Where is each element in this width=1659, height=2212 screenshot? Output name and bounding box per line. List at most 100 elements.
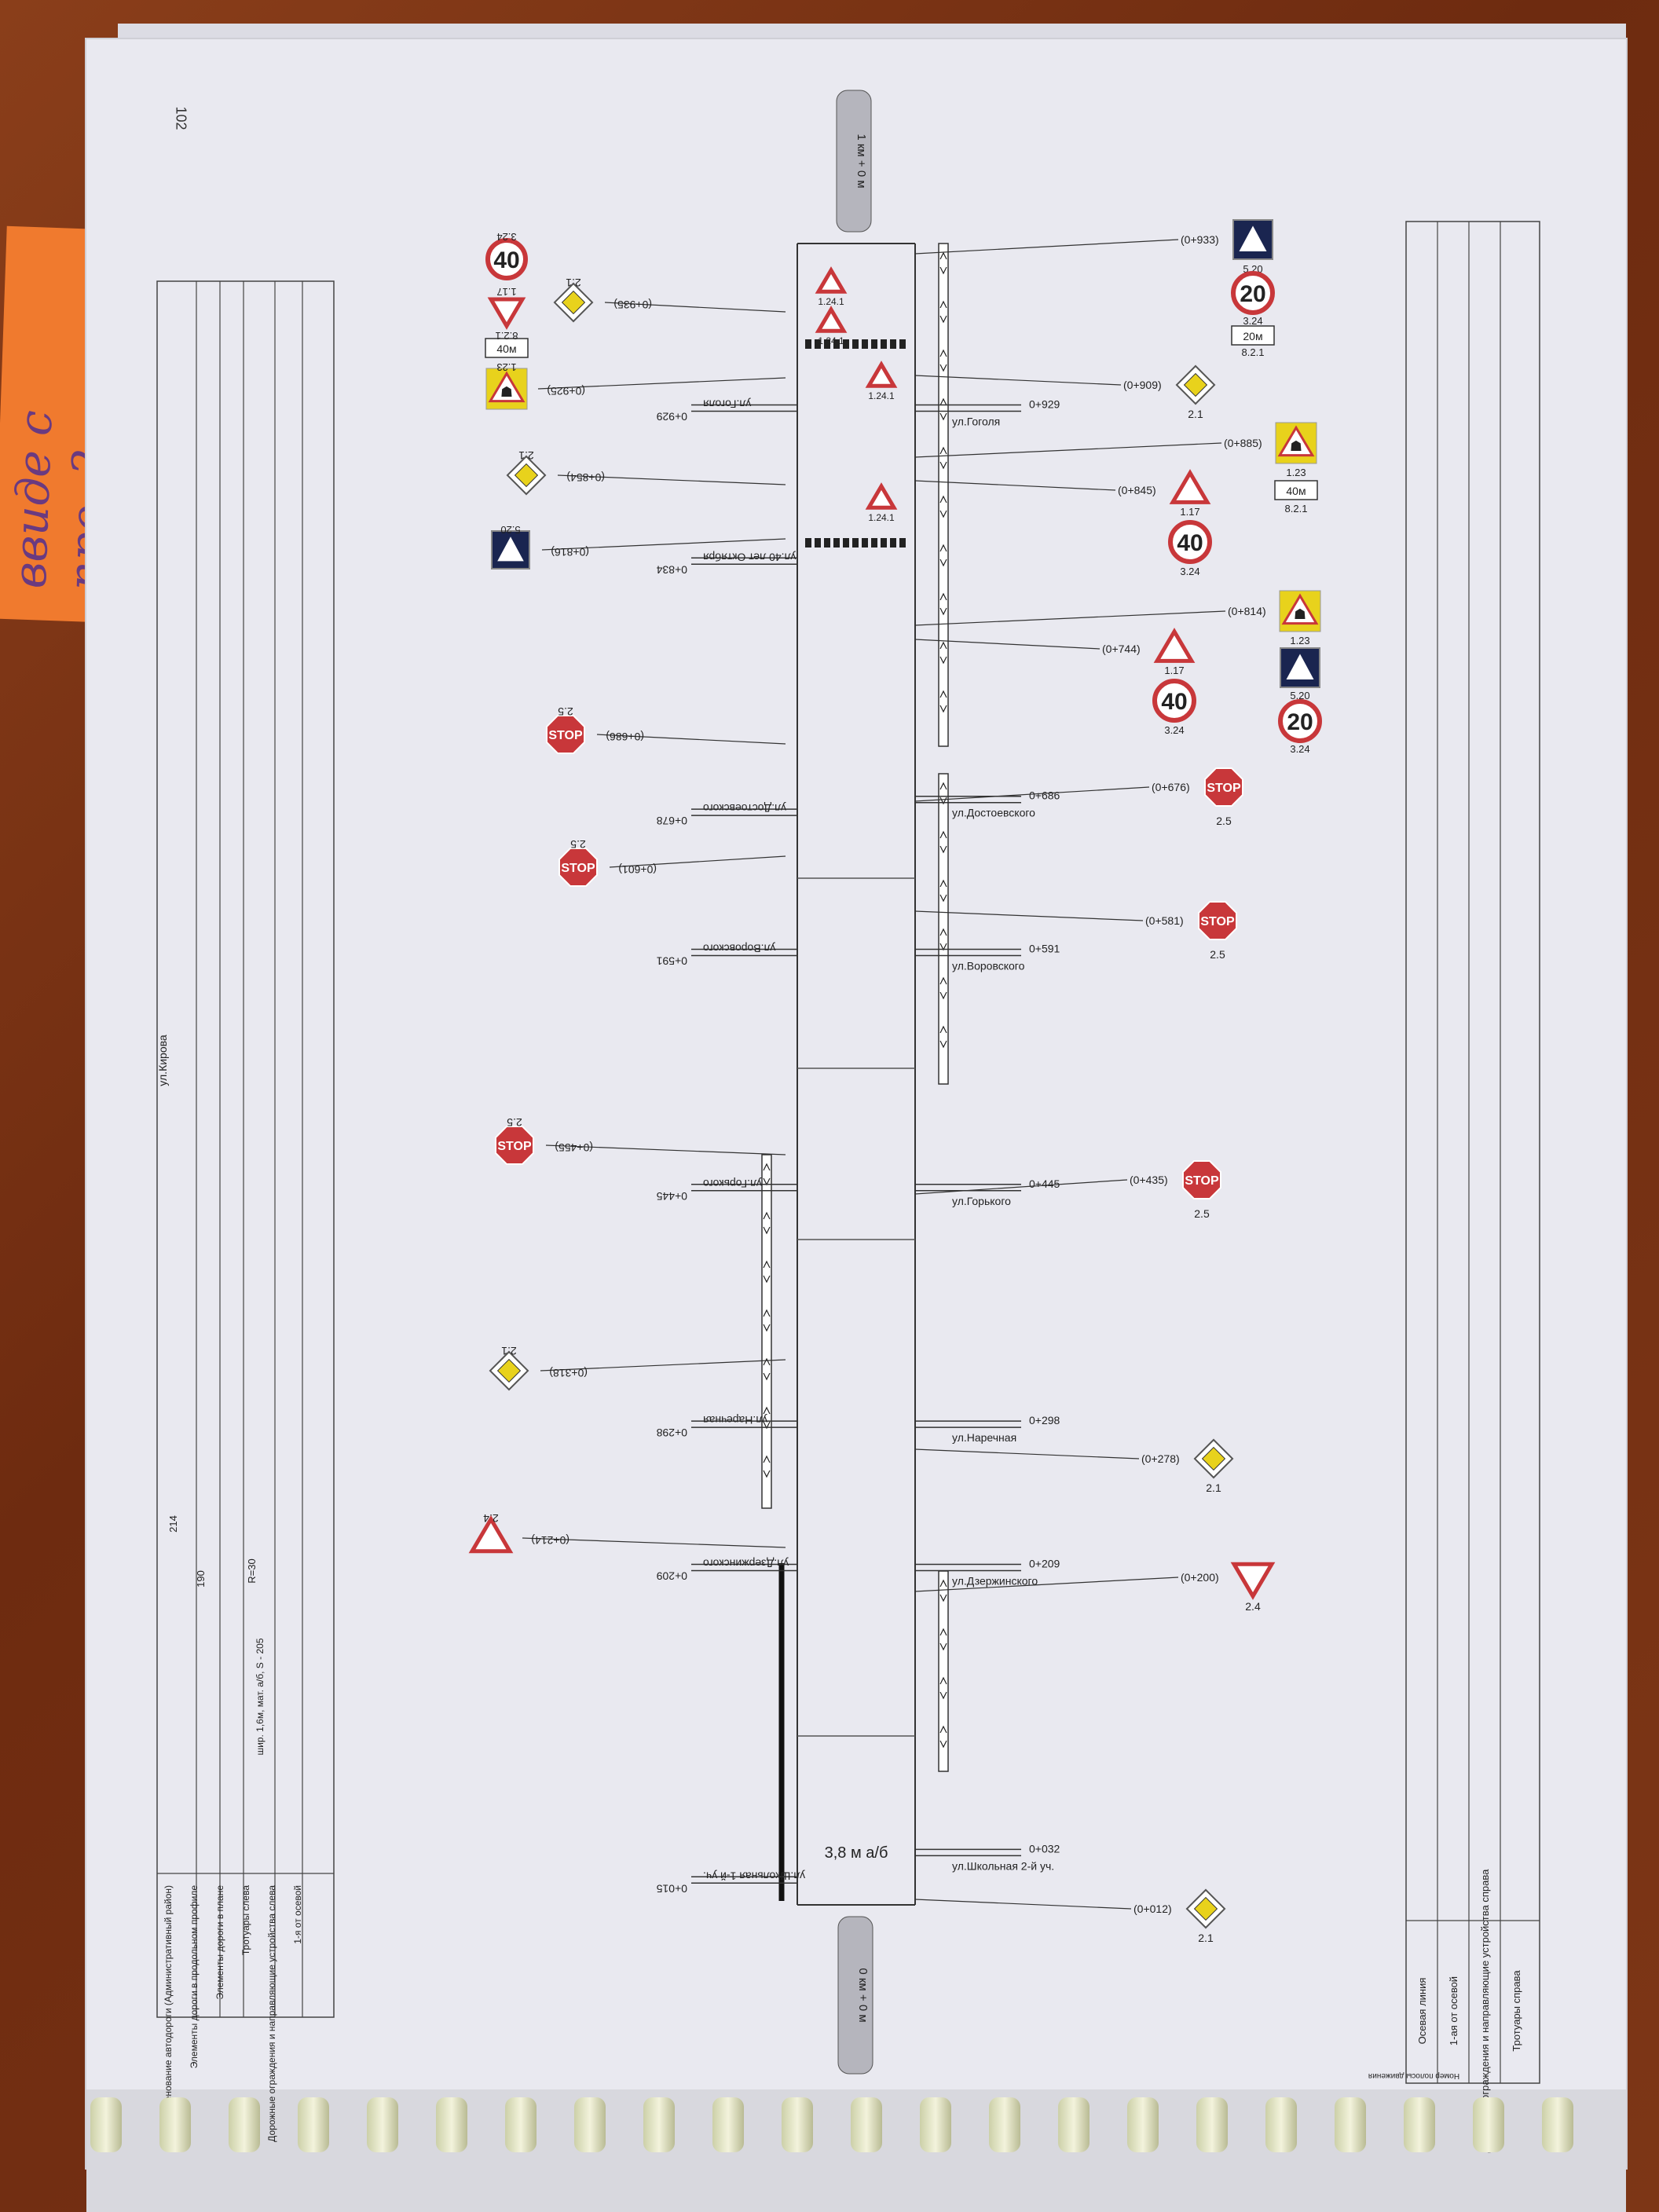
sign-pk-left: (0+455) — [555, 1141, 593, 1154]
street-name-left: ул.Горького — [703, 1177, 762, 1190]
sign-leader-line — [914, 639, 1101, 650]
rail-arrow — [763, 1260, 771, 1284]
sign-leader-line — [604, 302, 786, 313]
sign-leader-line — [545, 1144, 786, 1155]
crosswalk-marking — [899, 339, 906, 349]
road-width-label: 3,8 м а/б — [825, 1844, 888, 1862]
sign-1241-group: 1.24.1 — [865, 482, 898, 523]
stop-sign-icon — [1197, 900, 1238, 941]
sign-code: 1.17 — [1180, 506, 1199, 518]
street-pk-right: 0+298 — [1029, 1414, 1060, 1426]
stop-sign-text: STOP — [1185, 1174, 1219, 1188]
left-table-row-label: Тротуары слева — [240, 1885, 251, 1955]
speed-limit-sign-icon — [1168, 520, 1212, 564]
sign-group-right: (0+200)2.4 — [914, 1562, 1276, 1613]
street-pk-right: 0+591 — [1029, 942, 1060, 954]
sign-group-right: (0+909)2.1 — [914, 364, 1216, 420]
sign-leader-line — [914, 1577, 1179, 1592]
right-table-row-label: 1-ая от осевой — [1448, 1976, 1459, 2045]
left-table-value: R=30 — [246, 1558, 258, 1583]
main-road-sign-fill — [1201, 1446, 1226, 1471]
sign-code: 2.1 — [1198, 1932, 1214, 1944]
sign-pk-right: (0+885) — [1224, 437, 1262, 449]
document-page — [86, 39, 1626, 2168]
binding-ring — [505, 2097, 537, 2152]
street-pk-left: 0+929 — [656, 411, 687, 423]
binding-ring — [1127, 2097, 1159, 2152]
crosswalk-marking — [881, 538, 887, 548]
crosswalk-marking — [881, 339, 887, 349]
street-pk-right: 0+929 — [1029, 398, 1060, 411]
children-figure-icon: ☗ — [1294, 606, 1306, 622]
binding-ring — [367, 2097, 398, 2152]
crosswalk-marking — [862, 339, 868, 349]
left-table-value: шир. 1,6м, мат. а/б, S - 205 — [255, 1638, 266, 1755]
warning-triangle-icon — [1230, 1562, 1276, 1600]
street-name-left: ул.Воровского — [703, 942, 776, 954]
street-name-right: ул.Дзержинского — [952, 1575, 1038, 1588]
guard-rail-right-upper — [938, 243, 949, 747]
sign-code: 2.5 — [507, 1116, 522, 1129]
sign-pk-right: (0+909) — [1123, 379, 1162, 391]
sign-code: 5.20 — [500, 524, 520, 536]
sign-1241-group: 1.24.1 — [865, 361, 898, 401]
sign-leader-line — [557, 474, 786, 485]
crosswalk-warning-icon — [815, 266, 848, 294]
street-pk-left: 0+834 — [656, 563, 687, 576]
crosswalk-marking — [890, 538, 896, 548]
binding-ring — [436, 2097, 467, 2152]
binding-ring — [989, 2097, 1020, 2152]
sign-code: 3.24 — [496, 231, 516, 243]
street-pk-left: 0+591 — [656, 954, 687, 967]
distance-plate — [1231, 325, 1275, 346]
sign-code: 2.1 — [1206, 1481, 1221, 1494]
sign-leader-line — [914, 1899, 1132, 1910]
speed-limit-sign-icon — [1152, 679, 1196, 723]
street-pk-right: 0+032 — [1029, 1842, 1060, 1855]
sign-leader-line — [609, 855, 786, 868]
crosswalk-marking — [899, 538, 906, 548]
left-table-value: 190 — [195, 1570, 207, 1588]
main-road-sign-fill — [514, 463, 539, 488]
left-table-row-label: Элементы дороги в продольном профиле — [189, 1885, 200, 2069]
rail-arrow — [763, 1357, 771, 1381]
warning-triangle-icon — [487, 297, 526, 330]
rail-arrow — [763, 1211, 771, 1235]
sign-pk-left: (0+816) — [551, 546, 589, 558]
street-pk-left: 0+678 — [656, 815, 687, 827]
sign-group-left: (0+816) 5.20 — [491, 524, 786, 569]
street-pk-right: 0+686 — [1029, 789, 1060, 802]
sign-leader-line — [914, 786, 1150, 802]
sign-leader-line — [914, 910, 1144, 921]
binding-ring — [920, 2097, 951, 2152]
street-pk-left: 0+445 — [656, 1190, 687, 1203]
street-pk-right: 0+209 — [1029, 1558, 1060, 1570]
main-road-sign-fill — [496, 1358, 522, 1383]
distance-plate-value: 20м — [1243, 330, 1262, 342]
stop-sign-icon — [1181, 1159, 1222, 1200]
speed-limit-value: 40 — [493, 247, 519, 273]
sign-code: 5.20 — [1290, 690, 1309, 701]
sign-code: 1.17 — [496, 286, 516, 298]
crosswalk-marking — [852, 339, 859, 349]
speed-limit-value: 20 — [1240, 281, 1265, 307]
binding-ring — [643, 2097, 675, 2152]
sign-pk-right: (0+278) — [1141, 1452, 1180, 1465]
crosswalk-marking — [871, 538, 877, 548]
left-table: Наименование автодороги (Административны… — [156, 280, 335, 2142]
crosswalk-marking — [852, 538, 859, 548]
road-start-label: 0 км + 0 м — [856, 1968, 870, 2022]
crosswalk-marking — [871, 339, 877, 349]
rail-arrow — [939, 397, 947, 421]
sign-code: 2.5 — [570, 838, 586, 851]
speed-limit-sign-icon — [1231, 271, 1275, 315]
sign-code: 2.5 — [1216, 815, 1232, 827]
